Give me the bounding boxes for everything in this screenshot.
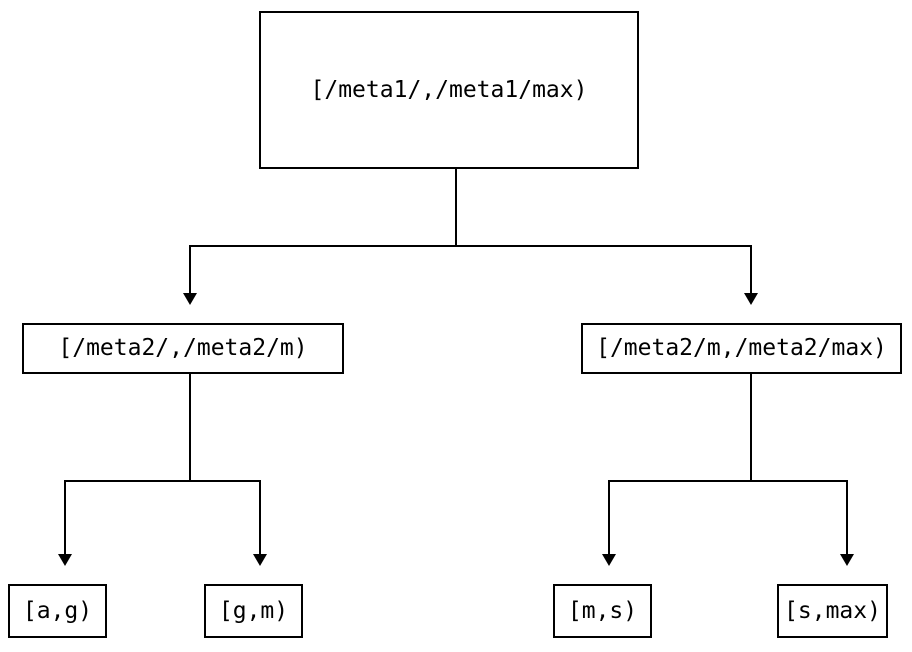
node-leaf-4-label: [s,max): [784, 597, 881, 624]
node-leaf-3[interactable]: [m,s): [553, 584, 652, 638]
arrowhead-leaf-3: [602, 554, 616, 566]
node-root-label: [/meta1/,/meta1/max): [310, 76, 588, 103]
edge-left-leaf-bus: [64, 480, 191, 482]
node-leaf-3-label: [m,s): [567, 597, 638, 624]
arrowhead-leaf-1: [58, 554, 72, 566]
edge-root-stem: [455, 169, 457, 247]
node-mid-right-label: [/meta2/m,/meta2/max): [596, 335, 887, 361]
edge-to-leaf-3: [608, 480, 610, 554]
edge-root-to-mid-right: [750, 245, 752, 293]
arrowhead-mid-right: [744, 293, 758, 305]
edge-left-leaf-bus-right: [189, 480, 261, 482]
node-leaf-1-label: [a,g): [22, 597, 93, 624]
edge-to-leaf-1: [64, 480, 66, 554]
node-leaf-1[interactable]: [a,g): [8, 584, 107, 638]
arrowhead-mid-left: [183, 293, 197, 305]
node-leaf-2[interactable]: [g,m): [204, 584, 303, 638]
node-leaf-4[interactable]: [s,max): [777, 584, 888, 638]
edge-right-leaf-bus: [608, 480, 752, 482]
arrowhead-leaf-4: [840, 554, 854, 566]
node-mid-left-label: [/meta2/,/meta2/m): [58, 335, 308, 361]
edge-right-leaf-bus-right: [750, 480, 848, 482]
edge-root-to-mid-left: [189, 245, 191, 293]
node-mid-right[interactable]: [/meta2/m,/meta2/max): [581, 323, 902, 374]
arrowhead-leaf-2: [253, 554, 267, 566]
edge-level1-bus: [189, 245, 752, 247]
edge-to-leaf-2: [259, 480, 261, 554]
edge-mid-right-stem: [750, 374, 752, 482]
edge-mid-left-stem: [189, 374, 191, 482]
edge-to-leaf-4: [846, 480, 848, 554]
node-mid-left[interactable]: [/meta2/,/meta2/m): [22, 323, 344, 374]
node-leaf-2-label: [g,m): [218, 597, 289, 624]
node-root[interactable]: [/meta1/,/meta1/max): [259, 11, 639, 169]
